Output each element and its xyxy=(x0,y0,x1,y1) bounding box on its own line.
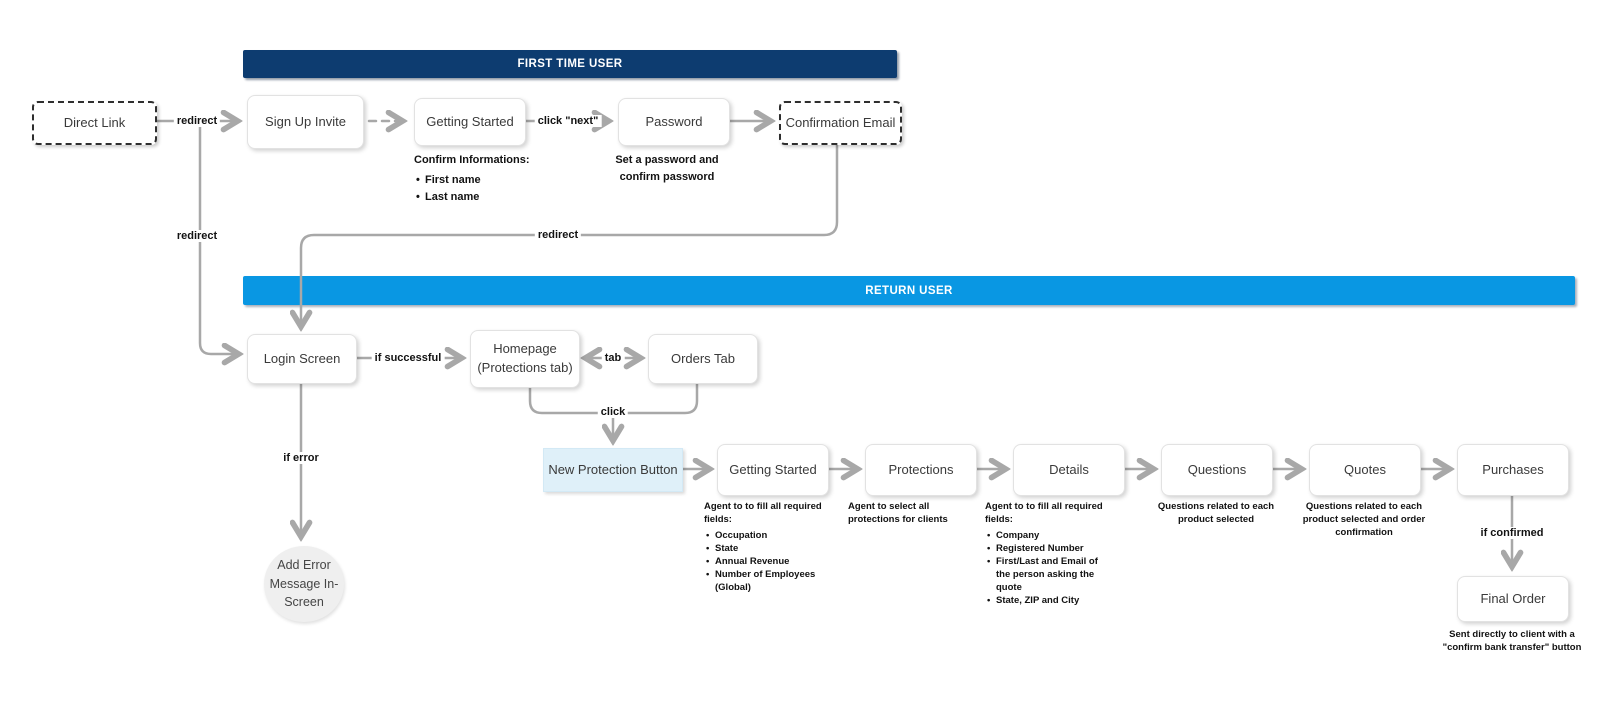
homepage-label-line1: Homepage xyxy=(493,341,557,357)
note-details-title: Agent to to fill all required fields: xyxy=(985,501,1103,525)
note-item: Registered Number xyxy=(985,542,1113,555)
note-item: State, ZIP and City xyxy=(985,594,1113,607)
note-protections: Agent to select all protections for clie… xyxy=(848,501,948,525)
note-confirm-list: First name Last name xyxy=(414,172,564,206)
node-new-protection-button: New Protection Button xyxy=(543,448,683,492)
node-final-order: Final Order xyxy=(1457,576,1569,622)
note-item: Last name xyxy=(414,189,564,206)
node-homepage-protections-tab: Homepage (Protections tab) xyxy=(470,330,580,388)
node-questions: Questions xyxy=(1161,444,1273,496)
note-questions: Questions related to each product select… xyxy=(1157,501,1275,525)
edge-label-redirect-1: redirect xyxy=(173,115,221,127)
note-final-order: Sent directly to client with a "confirm … xyxy=(1442,629,1582,653)
note-item: First/Last and Email of the person askin… xyxy=(985,555,1113,594)
node-details: Details xyxy=(1013,444,1125,496)
edge-label-click: click xyxy=(597,406,629,418)
note-gs2-list: Occupation State Annual Revenue Number o… xyxy=(704,529,844,594)
edge-redirect-to-login-left xyxy=(198,119,238,354)
node-getting-started-first-time: Getting Started xyxy=(414,98,526,146)
edge-label-click-next: click "next" xyxy=(534,115,602,127)
note-confirm-title: Confirm Informations: xyxy=(414,154,530,166)
note-item: Occupation xyxy=(704,529,844,542)
note-set-password: Set a password and confirm password xyxy=(615,154,719,183)
node-password: Password xyxy=(618,98,730,146)
node-sign-up-invite: Sign Up Invite xyxy=(247,95,364,149)
edge-label-redirect-2: redirect xyxy=(173,230,221,242)
node-direct-link: Direct Link xyxy=(32,101,157,145)
node-add-error-message-circle: Add Error Message In-Screen xyxy=(264,546,344,622)
note-gs2-title: Agent to to fill all required fields: xyxy=(704,501,822,525)
node-login-screen: Login Screen xyxy=(247,334,357,384)
node-purchases: Purchases xyxy=(1457,444,1569,496)
node-orders-tab: Orders Tab xyxy=(648,334,758,384)
homepage-label-line2: (Protections tab) xyxy=(477,360,573,375)
edge-label-tab: tab xyxy=(601,352,625,364)
note-details-list: Company Registered Number First/Last and… xyxy=(985,529,1113,607)
edge-label-if-successful: if successful xyxy=(371,352,445,364)
edge-homepage-elbow xyxy=(528,386,614,415)
section-bar-first-time-user: FIRST TIME USER xyxy=(243,50,897,78)
edge-label-redirect-3: redirect xyxy=(534,229,582,241)
node-quotes: Quotes xyxy=(1309,444,1421,496)
note-confirm-informations: Confirm Informations: First name Last na… xyxy=(414,152,564,206)
note-getting-started-fields: Agent to to fill all required fields: Oc… xyxy=(704,500,844,594)
note-item: Number of Employees (Global) xyxy=(704,568,844,594)
note-quotes: Questions related to each product select… xyxy=(1302,501,1426,538)
edge-orders-elbow xyxy=(612,382,699,415)
note-item: Annual Revenue xyxy=(704,555,844,568)
edge-label-if-error: if error xyxy=(280,452,322,464)
section-bar-return-user: RETURN USER xyxy=(243,276,1575,305)
node-protections: Protections xyxy=(865,444,977,496)
note-details-fields: Agent to to fill all required fields: Co… xyxy=(985,500,1113,607)
note-item: First name xyxy=(414,172,564,189)
node-getting-started-return: Getting Started xyxy=(717,444,829,496)
note-item: Company xyxy=(985,529,1113,542)
edge-label-if-confirmed: if confirmed xyxy=(1477,527,1547,539)
node-confirmation-email: Confirmation Email xyxy=(779,101,902,145)
note-item: State xyxy=(704,542,844,555)
